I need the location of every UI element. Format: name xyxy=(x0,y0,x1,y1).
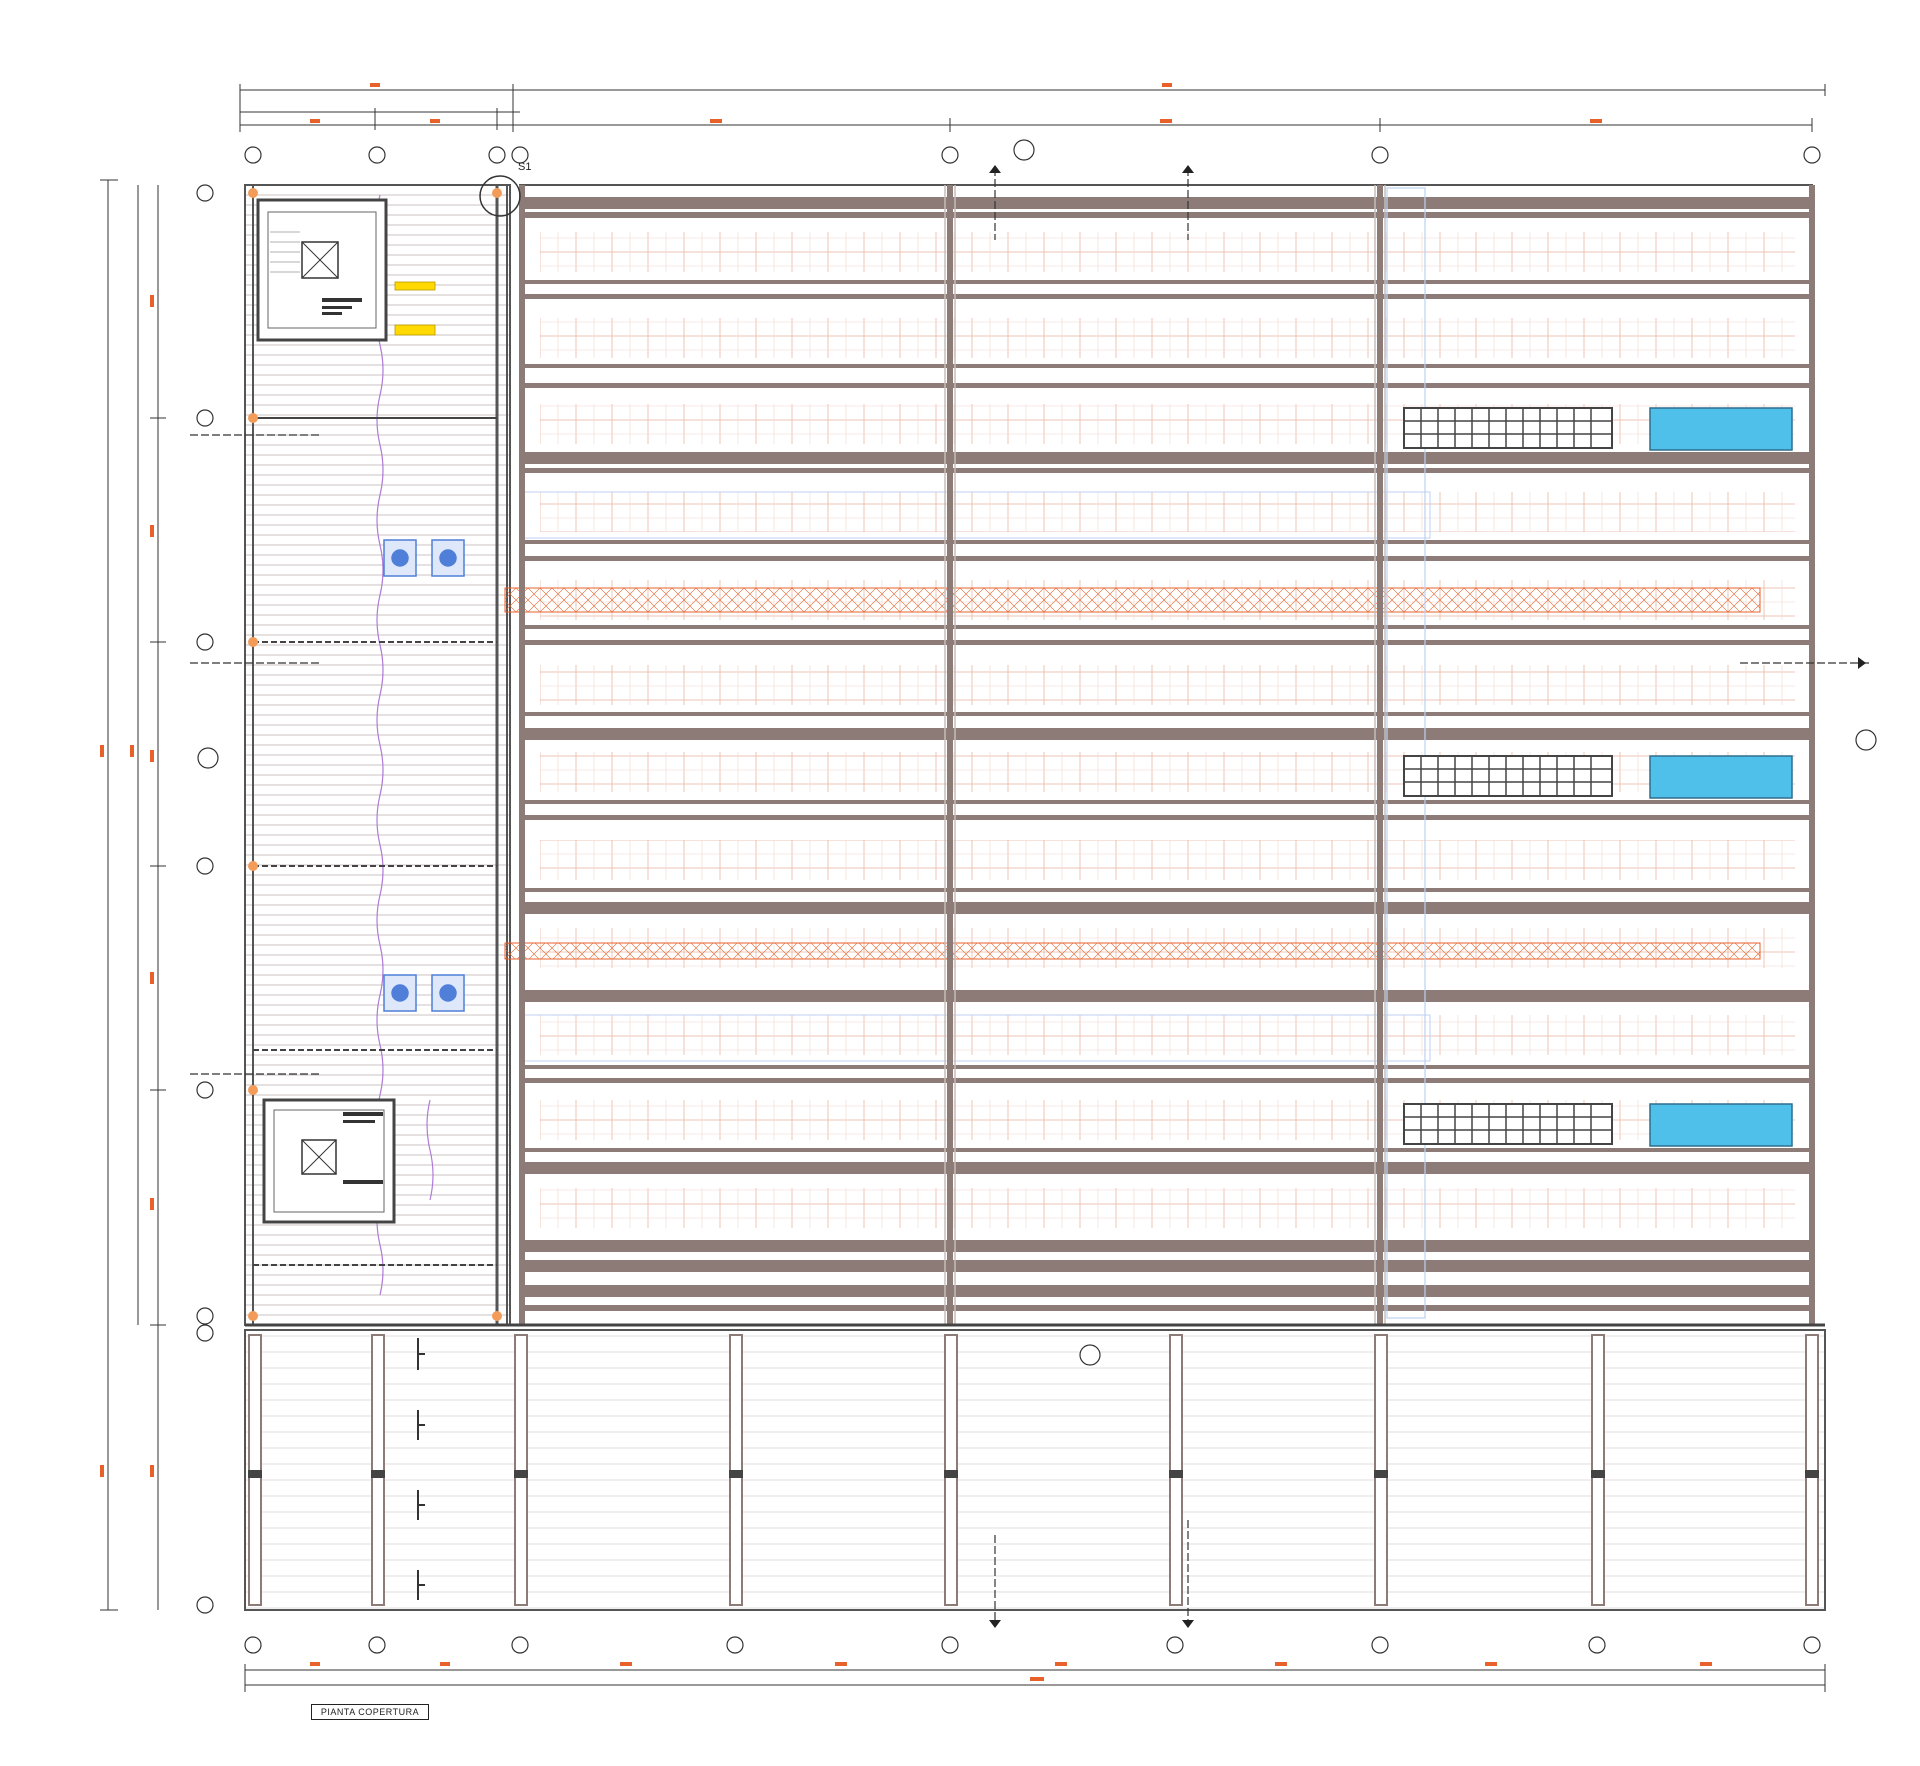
top-dimension-ticks xyxy=(310,83,1602,123)
blue-gutter-strip xyxy=(1386,187,1426,1319)
skylights xyxy=(1403,407,1793,1147)
column-nodes xyxy=(248,188,502,1321)
bottom-grid-bubbles xyxy=(244,1636,1821,1654)
orientation-markers xyxy=(197,139,1877,1366)
left-dimension-ticks xyxy=(100,295,154,1477)
downspout-markers xyxy=(417,1338,425,1600)
left-dimension-lines xyxy=(100,179,166,1611)
section-marker: S1 xyxy=(518,161,531,173)
detail-callout-circle xyxy=(479,175,521,217)
roof-frames xyxy=(519,185,1815,1325)
bottom-dimension-ticks xyxy=(310,1662,1712,1681)
roof-purlins xyxy=(520,197,1812,1311)
main-roof-field xyxy=(504,184,1813,1326)
frame-inner-lines xyxy=(944,185,1386,1325)
canopy-column-joints xyxy=(248,1470,1819,1478)
top-dimension-lines xyxy=(239,84,1826,132)
equipment-units xyxy=(383,539,465,1012)
section-cut-lines xyxy=(190,168,1870,1625)
top-grid-bubbles xyxy=(244,146,1821,164)
upper-stair-core xyxy=(256,198,436,342)
lower-canopy xyxy=(244,1323,1826,1611)
bottom-dimension-lines xyxy=(244,1664,1826,1692)
lower-stair-core xyxy=(262,1098,434,1224)
left-grid-bubbles xyxy=(196,184,214,1614)
drawing-title-block: PIANTA COPERTURA xyxy=(311,1704,429,1720)
section-arrows xyxy=(989,165,1866,1628)
